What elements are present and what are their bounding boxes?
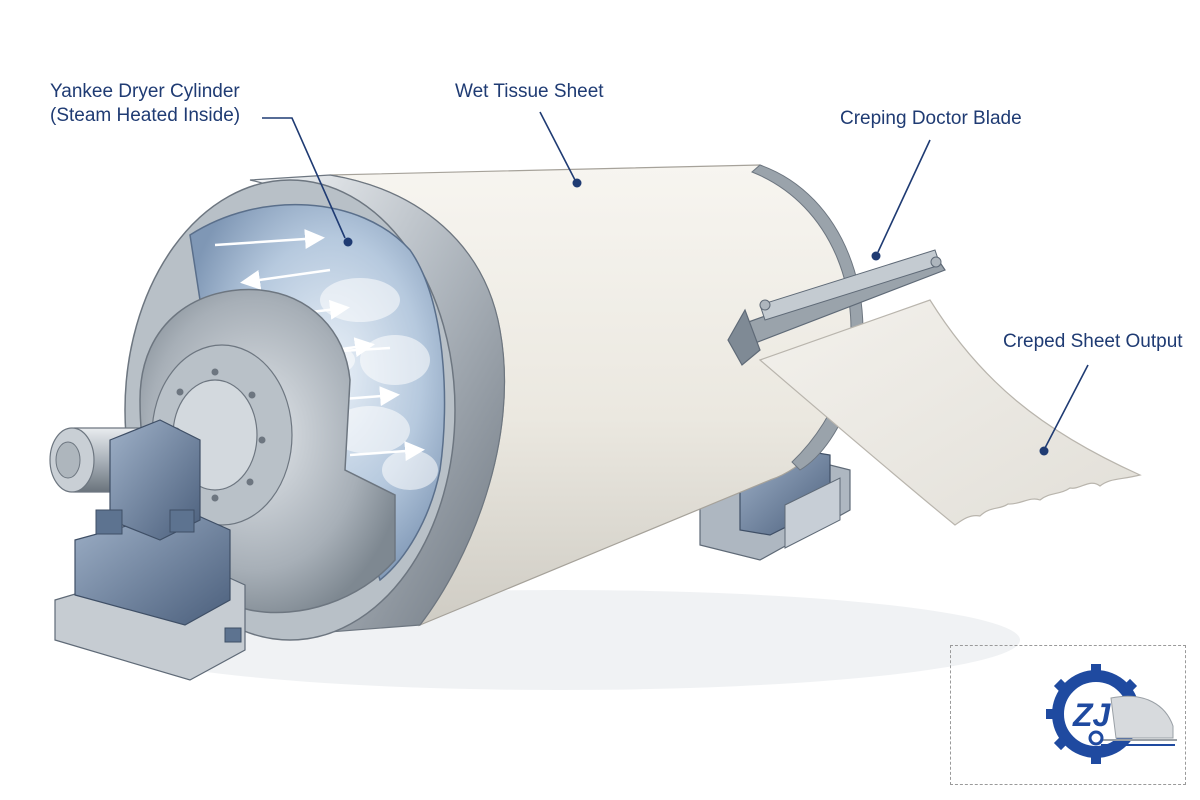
label-yankee-dryer-cylinder: Yankee Dryer Cylinder (Steam Heated Insi… <box>50 80 240 128</box>
logo-frame: ZJ <box>950 645 1186 785</box>
creped-sheet <box>758 299 1142 526</box>
leader-doctor-blade <box>877 139 931 253</box>
label-creping-doctor-blade: Creping Doctor Blade <box>840 108 1022 129</box>
roller-icon <box>1088 730 1104 746</box>
leader-lines <box>262 111 1089 449</box>
leader-wet-sheet <box>539 111 576 181</box>
leader-dots <box>343 178 1049 456</box>
doctor-blade-assembly <box>727 249 946 366</box>
leader-creped-sheet <box>1044 364 1089 449</box>
company-logo: ZJ <box>1046 664 1177 764</box>
label-yankee-line2: (Steam Heated Inside) <box>50 105 241 126</box>
logo-letters: ZJ <box>1072 697 1112 733</box>
front-bearing-pedestal <box>54 419 246 681</box>
label-creped-sheet-output: Creped Sheet Output <box>1003 331 1183 352</box>
label-wet-tissue-sheet: Wet Tissue Sheet <box>455 81 604 102</box>
label-yankee-line1: Yankee Dryer Cylinder <box>50 81 240 102</box>
leader-yankee <box>262 117 346 239</box>
drum-far-rim <box>751 164 864 471</box>
paper-roll-icon <box>1110 695 1174 739</box>
